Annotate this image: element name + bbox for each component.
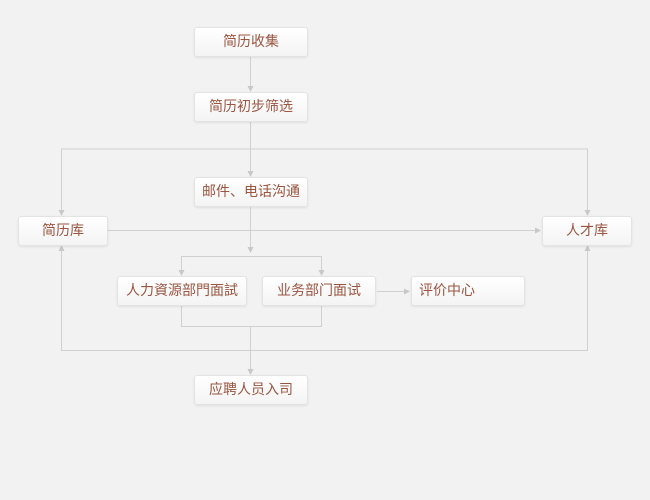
email-phone-node[interactable]: 邮件、电话沟通 bbox=[194, 177, 308, 207]
resume-collection-node[interactable]: 简历收集 bbox=[194, 27, 308, 57]
dept-interview-node[interactable]: 业务部门面试 bbox=[262, 276, 376, 306]
resume-screening-node[interactable]: 简历初步筛选 bbox=[194, 92, 308, 122]
talent-pool-node[interactable]: 人才库 bbox=[542, 216, 632, 246]
bottom-loop-right-arrow bbox=[250, 245, 591, 351]
top-loop-right-arrow bbox=[250, 148, 591, 216]
hr-interview-node[interactable]: 人力資源部門面試 bbox=[117, 276, 247, 306]
evaluation-center-node[interactable]: 评价中心 bbox=[411, 276, 525, 306]
resume-pool-node[interactable]: 简历库 bbox=[18, 216, 108, 246]
top-loop-left-arrow bbox=[58, 148, 251, 216]
interview-merge-line bbox=[181, 306, 322, 327]
bottom-loop-left-arrow bbox=[58, 245, 251, 351]
onboarding-node[interactable]: 应聘人员入司 bbox=[194, 375, 308, 405]
